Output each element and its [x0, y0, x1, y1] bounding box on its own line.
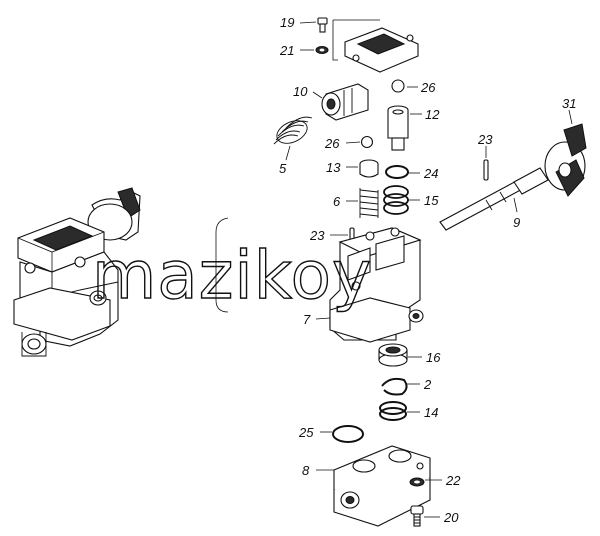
part-9-shaft — [439, 167, 549, 231]
callout-25: 25 — [298, 425, 314, 440]
callout-26-lower: 26 — [324, 136, 340, 151]
callout-24: 24 — [423, 166, 438, 181]
part-23-pin-upper — [483, 159, 489, 181]
part-16-bushing — [378, 343, 408, 367]
callout-7: 7 — [303, 312, 311, 327]
cover-bracket — [332, 19, 380, 61]
part-26-ball-upper — [391, 79, 405, 93]
callout-21: 21 — [279, 43, 294, 58]
part-25-seal-ring — [332, 425, 364, 443]
part-20-screw — [410, 505, 424, 527]
callout-15: 15 — [424, 193, 439, 208]
cover-plate — [344, 27, 419, 73]
part-24-o-ring — [385, 165, 409, 179]
part-12-piston — [387, 105, 409, 151]
callout-12: 12 — [425, 107, 440, 122]
part-2-circlip — [381, 377, 408, 396]
assembly-bracket — [215, 217, 229, 313]
part-14-spring-ring — [379, 401, 407, 421]
callout-23-upper: 23 — [477, 132, 493, 147]
callout-2: 2 — [423, 377, 432, 392]
callout-9: 9 — [513, 215, 520, 230]
callout-31: 31 — [562, 96, 576, 111]
callout-13: 13 — [326, 160, 341, 175]
part-19-screw — [317, 17, 328, 33]
watermark-text: mazikoy — [92, 237, 372, 314]
callout-5: 5 — [279, 161, 287, 176]
callout-10: 10 — [293, 84, 308, 99]
callout-23-lower: 23 — [309, 228, 325, 243]
callout-8: 8 — [302, 463, 310, 478]
callout-22: 22 — [445, 473, 461, 488]
part-10-fitting — [321, 83, 369, 121]
callout-26-upper: 26 — [420, 80, 436, 95]
part-8-lower-body — [333, 445, 431, 527]
part-6-spring — [359, 188, 379, 218]
callout-16: 16 — [426, 350, 441, 365]
assembled-valve-drawing — [13, 187, 141, 357]
part-7-body — [329, 227, 424, 343]
part-31-lever — [544, 123, 587, 197]
part-13-cap — [359, 159, 379, 178]
part-15-spring — [383, 185, 409, 215]
part-5-spring — [273, 116, 313, 145]
callout-19: 19 — [280, 15, 294, 30]
leader-lines — [285, 21, 573, 518]
callout-20: 20 — [443, 510, 459, 525]
callout-14: 14 — [424, 405, 438, 420]
callout-6: 6 — [333, 194, 341, 209]
part-26-ball-lower — [360, 135, 374, 149]
